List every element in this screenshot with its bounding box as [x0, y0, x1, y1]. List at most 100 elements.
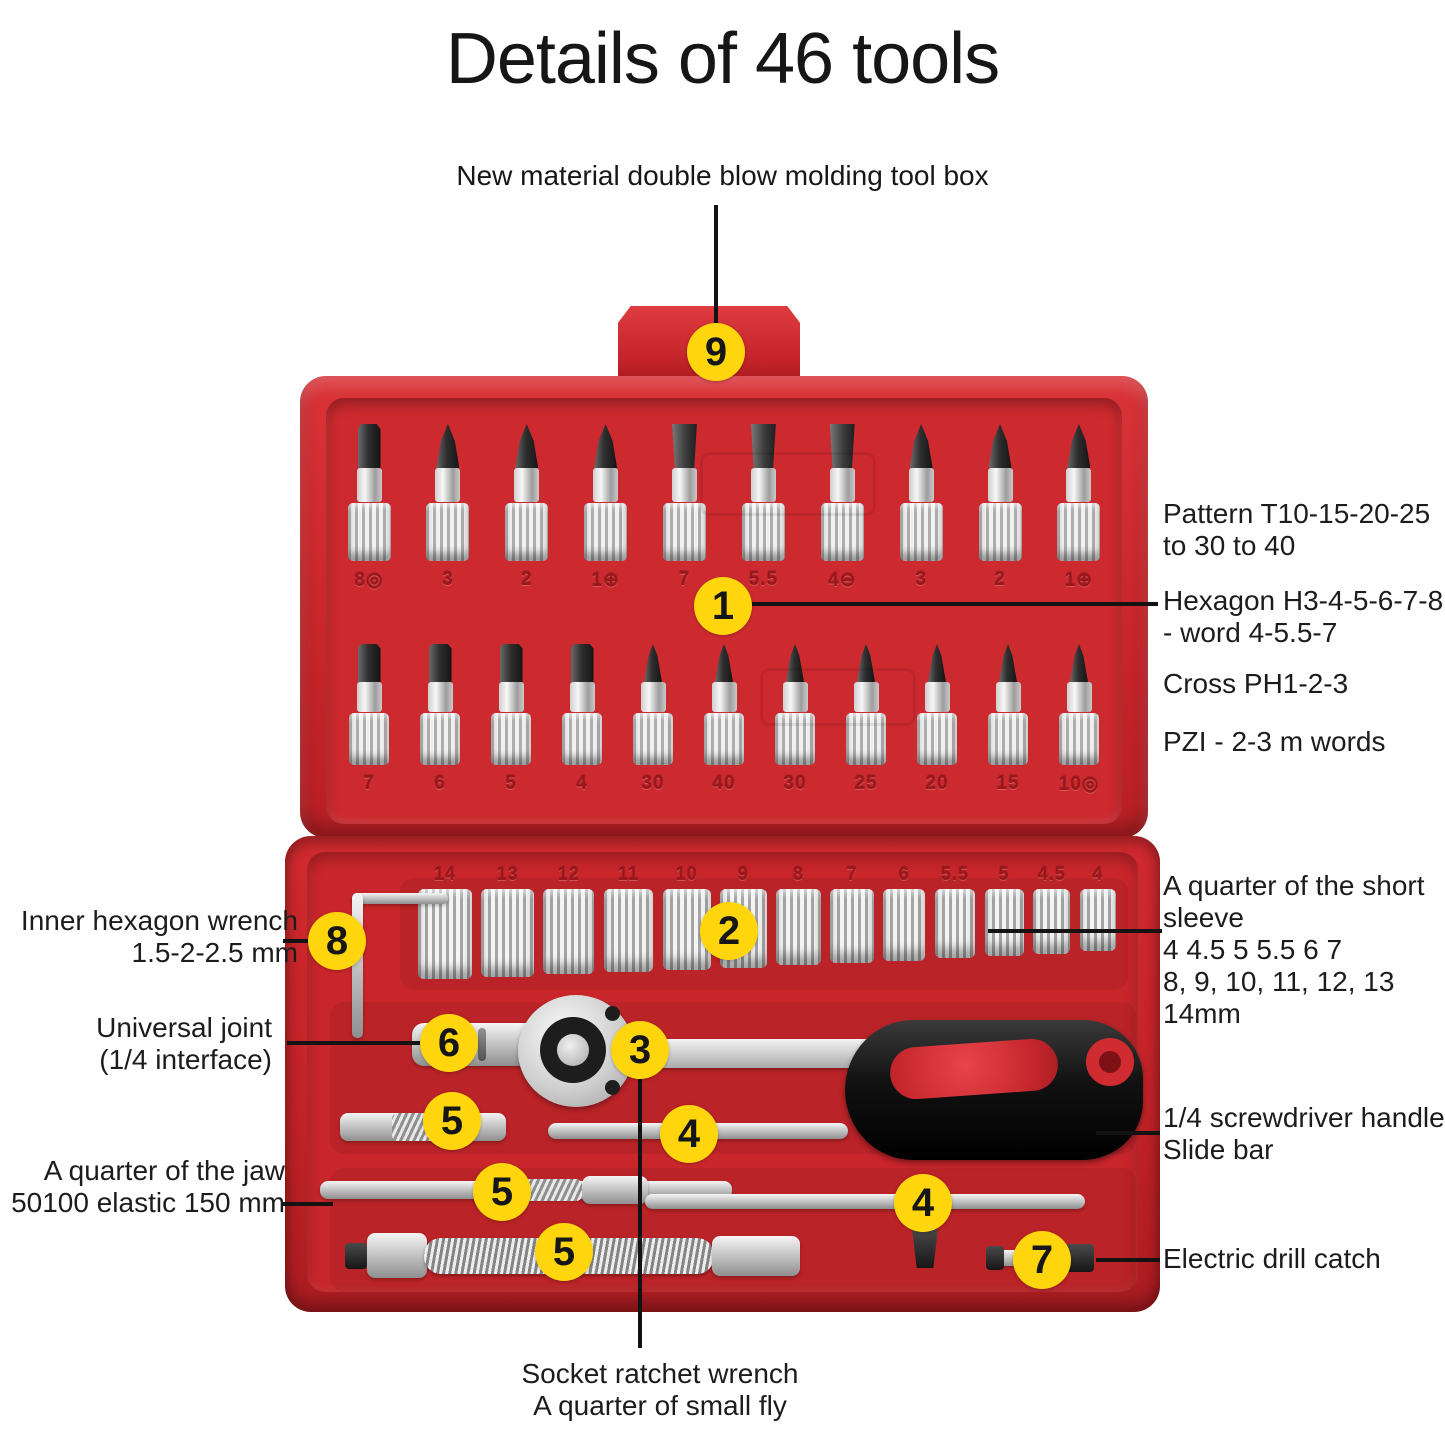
bit-holder [988, 713, 1028, 765]
bit-shank [514, 468, 540, 502]
bit-holder [704, 713, 744, 765]
bit-torx-30: 30 [624, 644, 682, 796]
label-cross-bits: Cross PH1-2-3 [1163, 668, 1349, 699]
molded-size-label: 7 [678, 569, 691, 590]
bit-shank [569, 682, 595, 712]
bit-phillips-2: 2 [498, 424, 556, 592]
socket-cylinder [543, 889, 595, 975]
socket-11mm: 11 [603, 864, 654, 973]
label-socket-ratchet-wrench: Socket ratchet wrench A quarter of small… [521, 1358, 799, 1421]
bit-holder [633, 713, 673, 765]
molded-size-label: 12 [557, 864, 580, 884]
phillips-bit-tip [988, 424, 1012, 468]
hex-key-vertical-arm [352, 893, 363, 1038]
molded-size-label: 30 [783, 773, 807, 794]
bit-shank [829, 468, 855, 502]
hex-bit-tip [357, 644, 381, 682]
molded-size-label: 4⊖ [828, 570, 857, 591]
lid-relief-1 [700, 452, 876, 516]
torx-bit-tip [999, 644, 1017, 682]
callout-line-jaw [283, 1202, 333, 1206]
callout-badge-7-11: 7 [1013, 1231, 1071, 1289]
molded-size-label: 7 [363, 773, 375, 794]
torx-bit-tip [1070, 644, 1088, 682]
hex-key-horizontal-arm [352, 893, 448, 904]
socket-cylinder [775, 889, 821, 966]
bit-holder [1057, 503, 1101, 561]
molded-size-label: 8 [792, 864, 804, 884]
molded-size-label: 10◎ [1058, 774, 1100, 795]
molded-size-label: 3 [915, 569, 927, 590]
molded-size-label: 5.5 [748, 569, 779, 590]
slotted-bit-tip [750, 424, 776, 468]
socket-8mm: 8 [775, 864, 821, 966]
bit-shank [987, 468, 1013, 502]
socket-cylinder [984, 889, 1024, 956]
label-inner-hex-wrench: Inner hexagon wrench 1.5-2-2.5 mm [20, 905, 298, 968]
molded-size-label: 1⊕ [591, 570, 620, 591]
callout-badge-1-1: 1 [694, 577, 752, 635]
bit-shank [1066, 468, 1092, 502]
callout-badge-9-0: 9 [687, 323, 745, 381]
universal-joint-pin [478, 1028, 486, 1061]
phillips-bit-tip [436, 424, 460, 468]
bit-shank [782, 682, 808, 712]
molded-size-label: 2 [520, 569, 533, 590]
hex-bit-tip [499, 644, 523, 682]
socket-14mm: 14 [418, 864, 472, 979]
hex-bit-tip [357, 424, 381, 468]
phillips-bit-tip [594, 424, 618, 468]
bit-holder [899, 503, 943, 561]
callout-line-universal-joint [287, 1041, 422, 1045]
bit-slotted-4⊖: 4⊖ [813, 424, 871, 592]
bit-holder [978, 503, 1022, 561]
bit-torx-10◎: 10◎ [1050, 644, 1108, 796]
bit-holder [741, 503, 785, 561]
socket-cylinder [830, 889, 874, 963]
callout-badge-5-8: 5 [473, 1163, 531, 1221]
label-pzi-bits: PZI - 2-3 m words [1163, 726, 1386, 757]
label-hexagon-bits: Hexagon H3-4-5-6-7-8 - word 4-5.5-7 [1163, 585, 1444, 648]
flex-shaft-left-cap [367, 1233, 427, 1278]
lid-relief-2 [760, 668, 916, 726]
ratchet-hole-bottom [605, 1080, 620, 1095]
label-quarter-jaw: A quarter of the jaw 50100 elastic 150 m… [11, 1155, 285, 1218]
molded-size-label: 40 [712, 773, 736, 794]
t-slide-bar [645, 1194, 1085, 1209]
hex-bit-tip [428, 644, 452, 682]
molded-size-label: 5 [998, 864, 1010, 884]
screwdriver-hang-ring [1086, 1038, 1134, 1086]
socket-4.5mm: 4.5 [1032, 864, 1071, 954]
callout-badge-5-6: 5 [423, 1092, 481, 1150]
flex-shaft-right-cap [712, 1236, 800, 1276]
callout-badge-6-4: 6 [420, 1014, 478, 1072]
molded-size-label: 7 [846, 864, 858, 884]
slotted-bit-tip [829, 424, 855, 468]
socket-cylinder [1032, 889, 1071, 954]
label-universal-joint: Universal joint (1/4 interface) [96, 1012, 272, 1075]
bit-hex-6: 6 [411, 644, 469, 796]
label-short-sleeve: A quarter of the short sleeve 4 4.5 5 5.… [1163, 870, 1425, 1029]
molded-size-label: 1⊕ [1064, 570, 1094, 591]
bit-holder [584, 503, 628, 561]
bit-shank [498, 682, 524, 712]
socket-12mm: 12 [543, 864, 595, 975]
callout-line-short-sleeve [988, 929, 1162, 933]
bit-shank [435, 468, 461, 502]
flex-shaft-left-tip [345, 1243, 367, 1269]
bit-hex-7: 7 [340, 644, 398, 796]
bit-holder [562, 713, 602, 765]
hex-bit-tip [570, 644, 594, 682]
bit-holder [347, 503, 391, 561]
socket-cylinder [603, 889, 654, 973]
bit-torx-20: 20 [908, 644, 966, 796]
molded-size-label: 9 [737, 864, 749, 884]
socket-cylinder [883, 889, 926, 961]
callout-badge-8-3: 8 [308, 912, 366, 970]
bit-shank [640, 682, 666, 712]
